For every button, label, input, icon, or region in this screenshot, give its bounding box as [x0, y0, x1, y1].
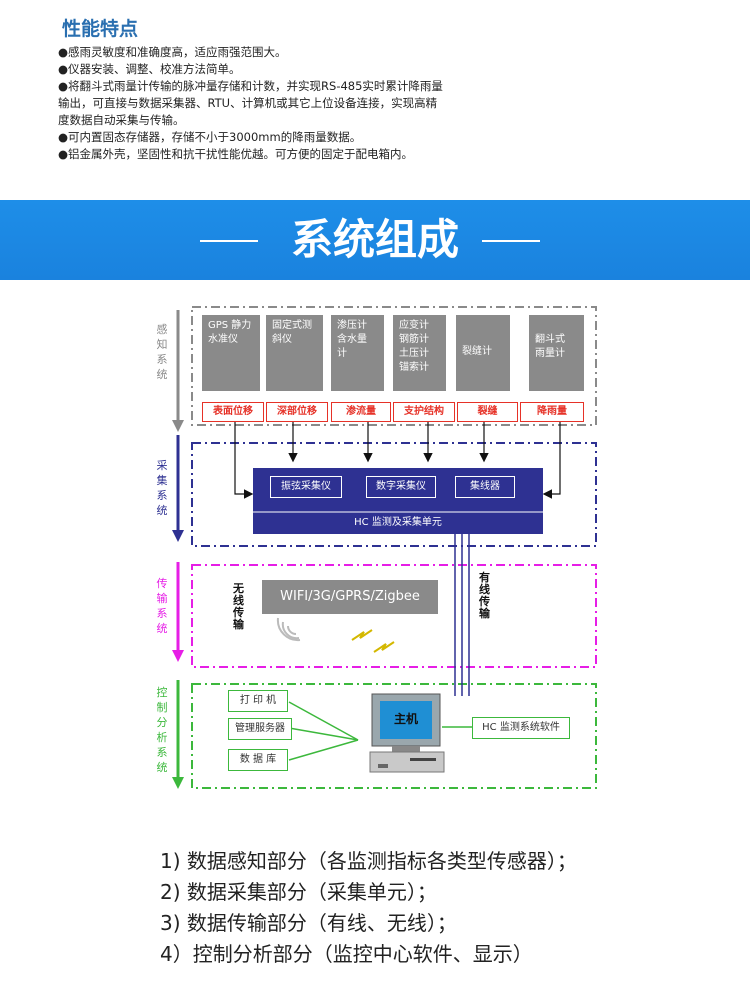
collector-box: 数字采集仪: [366, 476, 436, 498]
software-box: HC 监测系统软件: [472, 717, 570, 739]
features-list: ●感雨灵敏度和准确度高，适应雨强范围大。 ●仪器安装、调整、校准方法简单。 ●将…: [58, 44, 443, 163]
diagram-lines: [172, 306, 597, 789]
control-frame: [191, 683, 597, 789]
layer-label-control: 控制分析系统: [156, 686, 168, 774]
collection-frame: [191, 442, 597, 547]
summary-line: 3) 数据传输部分（有线、无线）；: [160, 911, 457, 935]
collector-box: 振弦采集仪: [270, 476, 342, 498]
feature-line: ●铝金属外壳，坚固性和抗干扰性能优越。可方便的固定于配电箱内。: [58, 147, 414, 161]
features-section: 性能特点 ●感雨灵敏度和准确度高，适应雨强范围大。 ●仪器安装、调整、校准方法简…: [0, 0, 750, 200]
collector-box: 集线器: [455, 476, 515, 498]
feature-line: ●感雨灵敏度和准确度高，适应雨强范围大。: [58, 45, 287, 59]
metric-box: 支护结构: [393, 402, 455, 422]
summary-line: 2) 数据采集部分（采集单元）；: [160, 880, 437, 904]
collection-unit-label: HC 监测及采集单元: [354, 517, 442, 528]
layer-label-perception: 感知系统: [156, 323, 168, 381]
metric-box: 深部位移: [266, 402, 328, 422]
sensor-box: 渗压计 含水量 计: [331, 315, 384, 391]
database-box: 数 据 库: [228, 749, 288, 771]
perception-frame: [191, 306, 597, 426]
metric-box: 裂缝: [457, 402, 518, 422]
feature-line: 输出，可直接与数据采集器、RTU、计算机或其它上位设备连接，实现高精: [58, 96, 438, 110]
feature-line: ●仪器安装、调整、校准方法简单。: [58, 62, 241, 76]
host-label: 主机: [393, 712, 418, 726]
layer-label-collection: 采集系统: [156, 459, 168, 517]
sensor-box: 应变计 钢筋计 土压计 锚索计: [393, 315, 446, 391]
computer-base-icon: [369, 751, 445, 773]
banner-title: 系统组成: [290, 215, 459, 264]
sensor-box: 裂缝计: [456, 315, 510, 391]
summary-list: 1) 数据感知部分（各监测指标各类型传感器）； 2) 数据采集部分（采集单元）；…: [160, 846, 740, 970]
summary-line: 1) 数据感知部分（各监测指标各类型传感器）；: [160, 849, 577, 873]
metric-box: 表面位移: [202, 402, 264, 422]
summary-line: 4）控制分析部分（监控中心软件、显示）: [160, 942, 533, 966]
feature-line: ●可内置固态存储器，存储不小于3000mm的降雨量数据。: [58, 130, 362, 144]
feature-line: 度数据自动采集与传输。: [58, 113, 185, 127]
features-title: 性能特点: [62, 18, 139, 40]
wireless-label: 无线传输: [233, 582, 244, 631]
server-box: 管理服务器: [228, 718, 292, 740]
banner-left-rule: [200, 240, 258, 242]
metric-box: 渗流量: [331, 402, 391, 422]
metric-box: 降雨量: [520, 402, 584, 422]
banner-right-rule: [482, 240, 540, 242]
collection-unit-box: [253, 468, 543, 534]
wired-label: 有线传输: [479, 571, 490, 620]
transmission-frame: [191, 564, 597, 668]
feature-line: ●将翻斗式雨量计传输的脉冲量存储和计数，并实现RS-485实时累计降雨量: [58, 79, 443, 93]
sensor-box: GPS 静力水准仪: [202, 315, 260, 391]
layer-label-transmission: 传输系统: [156, 577, 168, 635]
printer-box: 打 印 机: [228, 690, 288, 712]
network-box: WIFI/3G/GPRS/Zigbee: [262, 580, 438, 614]
system-diagram: 感知系统 采集系统 传输系统 控制分析系统 GPS 静力水准仪 固定式测斜仪 渗…: [0, 280, 750, 820]
sensor-box: 固定式测斜仪: [266, 315, 323, 391]
sensor-box: 翻斗式 雨量计: [529, 315, 584, 391]
section-banner: 系统组成: [0, 200, 750, 280]
